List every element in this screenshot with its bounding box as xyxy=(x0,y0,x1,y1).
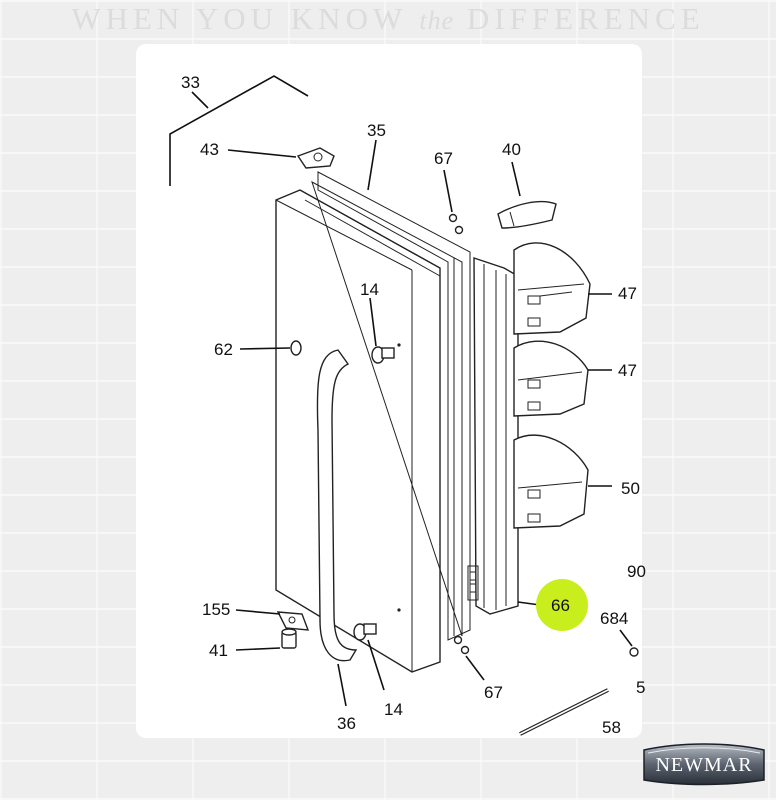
callout-41: 41 xyxy=(209,641,228,660)
handle-stud-upper xyxy=(371,346,395,364)
callout-labels: 33 43 35 67 40 47 47 14 62 50 90 66 684 … xyxy=(181,73,646,737)
tagline: WHEN YOU KNOW the DIFFERENCE xyxy=(71,1,705,36)
door-liner xyxy=(467,257,519,615)
screws-lower xyxy=(453,635,470,655)
callout-33: 33 xyxy=(181,73,200,92)
callout-14-upper: 14 xyxy=(360,280,379,299)
bin-cap xyxy=(497,200,557,229)
callout-62: 62 xyxy=(214,340,233,359)
newmar-logo: NEWMAR xyxy=(643,743,765,786)
callout-67-lower: 67 xyxy=(484,683,503,702)
callout-50: 50 xyxy=(621,479,640,498)
logo-text: NEWMAR xyxy=(655,754,752,776)
callout-66[interactable]: 66 xyxy=(551,596,570,615)
leader-33 xyxy=(191,91,209,109)
leader-lines xyxy=(227,139,633,707)
callout-47-upper: 47 xyxy=(618,284,637,303)
door-bin-lower xyxy=(513,434,589,529)
handle-stud-lower xyxy=(353,623,377,641)
door-handle xyxy=(316,349,358,662)
assembly-bracket-33 xyxy=(169,75,309,186)
callout-36: 36 xyxy=(337,714,356,733)
callout-40: 40 xyxy=(502,140,521,159)
callout-155: 155 xyxy=(202,600,230,619)
hinge-bushing xyxy=(281,628,297,649)
plug xyxy=(290,340,302,356)
hinge-block xyxy=(296,147,335,169)
callout-14-lower: 14 xyxy=(384,700,403,719)
callout-43: 43 xyxy=(200,140,219,159)
callout-47-lower: 47 xyxy=(618,361,637,380)
callout-35: 35 xyxy=(367,121,386,140)
rod-58 xyxy=(519,688,609,736)
callout-5: 5 xyxy=(636,678,645,697)
door-bin-upper xyxy=(513,242,591,335)
callout-90: 90 xyxy=(627,562,646,581)
door-gasket xyxy=(304,171,471,641)
callout-67-upper: 67 xyxy=(434,149,453,168)
screws-upper xyxy=(448,213,464,235)
screw-684 xyxy=(629,647,639,657)
callout-58: 58 xyxy=(602,718,621,737)
highlight-marker[interactable] xyxy=(536,579,588,631)
callout-684: 684 xyxy=(600,609,628,628)
door-bin-middle xyxy=(513,340,589,417)
refrigerator-door xyxy=(275,189,441,673)
hinge-bracket xyxy=(276,611,310,631)
